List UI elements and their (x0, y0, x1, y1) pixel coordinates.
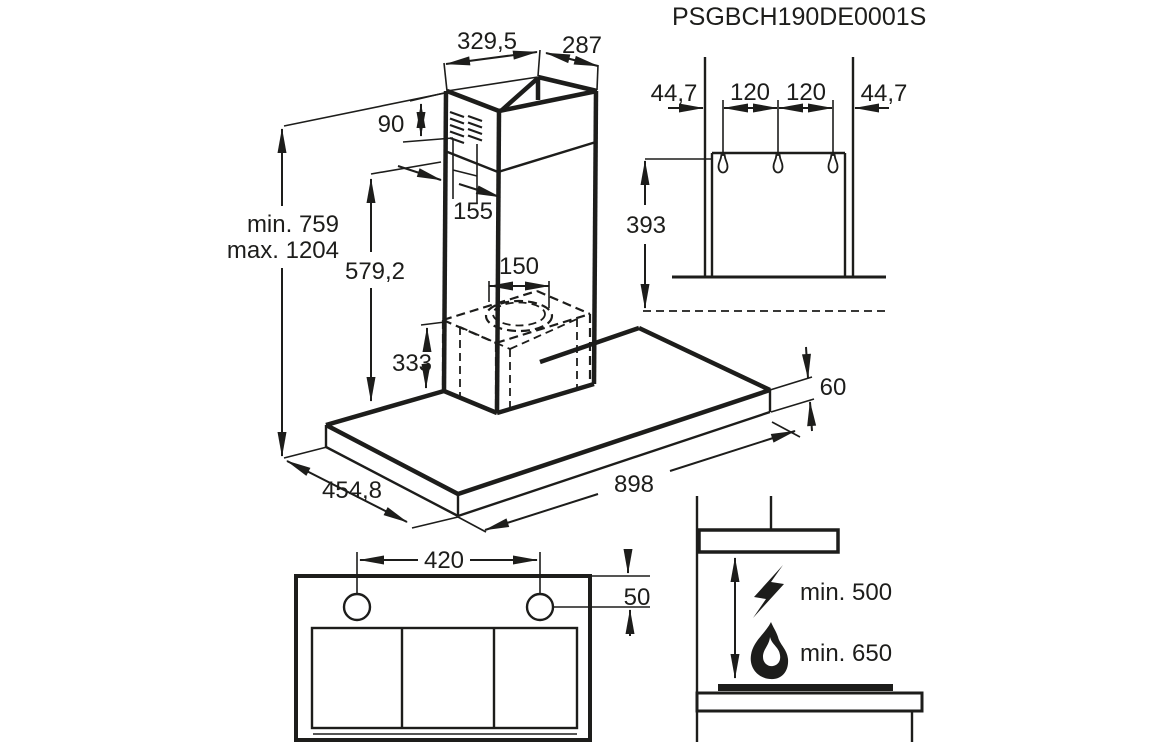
dim-mount-height-label: 393 (626, 212, 666, 239)
grille-recess (452, 140, 478, 204)
dim-canopy-thickness-label: 60 (820, 374, 847, 401)
dim-canopy-depth-label: 454,8 (322, 477, 382, 504)
dim-canopy-width: 898 (457, 421, 801, 533)
clearance-view: min. 500 min. 650 (695, 496, 924, 742)
dim-inner-box-height: 333 (392, 321, 446, 389)
dim-vent-inset-label: 155 (453, 198, 493, 225)
flame-inner-cutout (763, 637, 781, 667)
grease-filters (310, 626, 579, 735)
telescopic-joint-line (444, 140, 597, 174)
dim-inner-box-height-label: 333 (392, 350, 432, 377)
dim-lamp-inset-label: 50 (624, 584, 651, 611)
mounting-plate (643, 151, 887, 312)
chimney-duct (441, 74, 599, 416)
dim-overall-height: min. 759 max. 1204 (227, 92, 446, 459)
dim-hole-right-label: 120 (786, 79, 826, 106)
cooktop-bar (718, 684, 893, 691)
dim-edge-right-label: 44,7 (861, 80, 908, 107)
main-view: 329,5 287 90 155 (227, 28, 847, 533)
lamp-right (525, 592, 555, 622)
dim-duct-diameter: 150 (488, 253, 550, 291)
dim-canopy-thickness: 60 (769, 346, 847, 432)
dim-edge-left-label: 44,7 (651, 80, 698, 107)
lamp-left (342, 592, 372, 622)
canopy (324, 325, 772, 518)
dim-vent-height: 90 (378, 92, 454, 143)
dim-lamp-spacing-label: 420 (424, 547, 464, 574)
wall-edges (703, 57, 855, 277)
counter-top (695, 691, 924, 713)
lightning-icon (753, 565, 784, 618)
dim-top-depth-label: 287 (562, 32, 602, 59)
dim-top-width: 329,5 (443, 28, 541, 92)
dim-lamp-spacing: 420 (356, 547, 541, 593)
bracket-view: 44,7 120 120 44,7 393 (626, 57, 908, 312)
dim-mount-height: 393 (626, 158, 712, 309)
bottom-view: 420 50 (294, 547, 650, 742)
drawing-code: PSGBCH190DE0001S (672, 3, 926, 31)
dim-height-max-label: max. 1204 (227, 237, 339, 264)
dim-lower-section: 579,2 (345, 178, 405, 402)
dim-lower-section-label: 579,2 (345, 258, 405, 285)
dim-duct-diameter-label: 150 (499, 253, 539, 280)
keyhole-slots (717, 154, 839, 174)
electric-clearance-label: min. 500 (800, 579, 892, 606)
dim-top-depth: 287 (545, 32, 602, 91)
dim-vent-inset: 155 (370, 161, 501, 225)
dim-canopy-width-label: 898 (614, 471, 654, 498)
canopy-underside (294, 574, 592, 742)
dim-hole-left-label: 120 (730, 79, 770, 106)
dim-height-min-label: min. 759 (247, 211, 339, 238)
dim-canopy-depth: 454,8 (286, 460, 459, 529)
dim-vent-height-label: 90 (378, 111, 405, 138)
hood-side-profile (697, 528, 840, 554)
dim-top-width-label: 329,5 (457, 28, 517, 55)
dim-hole-spacing: 44,7 120 120 44,7 (651, 79, 908, 155)
motor-housing-hidden (441, 289, 592, 412)
dim-lamp-inset: 50 (554, 549, 650, 636)
gas-clearance-label: min. 650 (800, 640, 892, 667)
